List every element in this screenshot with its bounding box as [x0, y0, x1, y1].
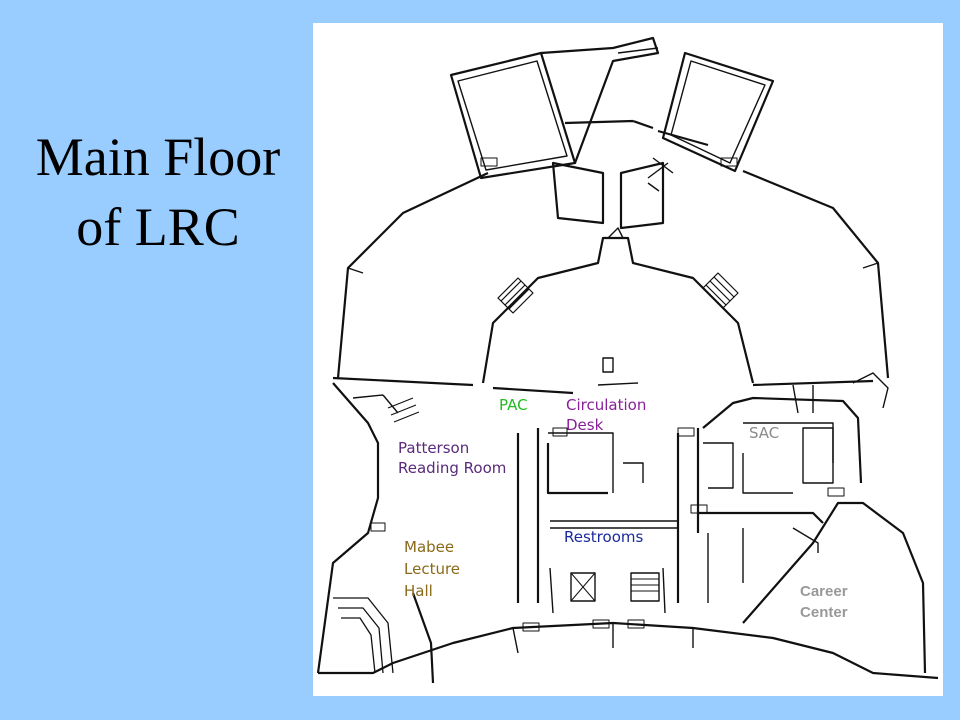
mabee-seating	[333, 597, 394, 674]
label-mabee-lecture-hall: Mabee Lecture Hall	[404, 536, 460, 602]
stairs-dome-left	[497, 277, 534, 314]
stairs-dome-right	[702, 272, 739, 309]
wall-top-left-wing	[449, 51, 577, 180]
wall-right-rooms	[702, 396, 863, 484]
wall-bottom	[318, 621, 939, 680]
title-line-1: Main Floor	[35, 127, 281, 187]
floor-plan-drawing	[316, 36, 939, 684]
label-career-center: Career Center	[800, 581, 848, 623]
wall-center-dome	[481, 236, 755, 384]
slide-title: Main Floor of LRC	[18, 122, 298, 262]
label-circulation-desk: Circulation Desk	[566, 395, 646, 435]
career-line-1: Career	[800, 583, 848, 600]
floor-plan: PAC Circulation Desk SAC Patterson Readi…	[313, 23, 943, 696]
label-restrooms: Restrooms	[564, 527, 643, 547]
circulation-line-1: Circulation	[566, 396, 647, 414]
door-markers	[370, 157, 845, 632]
wall-left-lower	[316, 382, 380, 674]
label-pac: PAC	[499, 395, 528, 415]
career-line-2: Center	[800, 604, 848, 621]
wall-center-column	[516, 428, 608, 603]
restroom-block-2	[630, 572, 660, 602]
mabee-line-2: Lecture	[404, 560, 461, 578]
restroom-block-1	[570, 572, 596, 602]
restrooms-text: Restrooms	[564, 528, 644, 546]
pac-text: PAC	[499, 396, 528, 414]
label-sac: SAC	[749, 423, 779, 443]
circulation-line-2: Desk	[566, 416, 604, 434]
label-patterson-reading-room: Patterson Reading Room	[398, 438, 506, 478]
wall-upper-ring	[336, 169, 890, 379]
title-line-2: of LRC	[76, 197, 240, 257]
wall-top-right-wing	[661, 51, 775, 173]
mabee-line-1: Mabee	[404, 538, 455, 556]
sac-text: SAC	[749, 424, 780, 442]
mabee-line-3: Hall	[404, 582, 433, 600]
wall-career-octagon	[742, 501, 927, 674]
patterson-line-1: Patterson	[398, 439, 470, 457]
stairs-left-lower	[387, 397, 420, 423]
patterson-line-2: Reading Room	[398, 459, 507, 477]
